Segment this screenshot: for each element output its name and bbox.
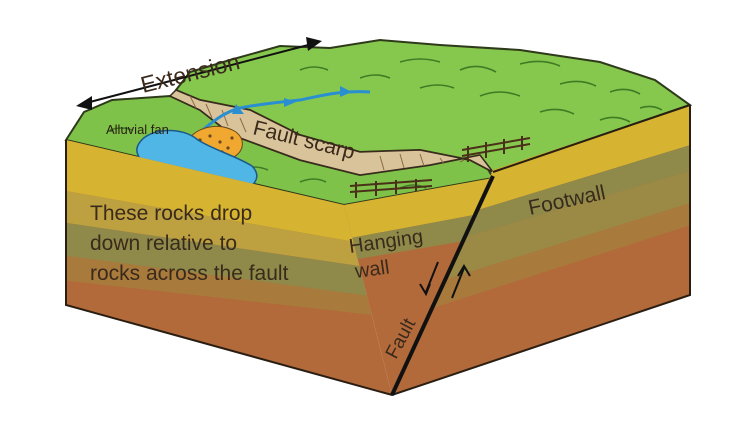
drop-text-line3: rocks across the fault <box>90 262 289 285</box>
drop-text-line1: These rocks drop <box>90 202 252 225</box>
scarp-hatching <box>189 95 465 171</box>
fault-line <box>390 175 495 396</box>
fence-hanging-wall <box>349 179 433 198</box>
extension-arrow <box>76 37 322 110</box>
hanging-wall-label-line2: wall <box>353 256 391 283</box>
river-arrow-2 <box>284 98 296 107</box>
fault-motion-arrows <box>419 261 471 299</box>
drop-text-line2: down relative to <box>90 232 237 255</box>
alluvial-fan-label: Alluvial fan <box>106 122 169 137</box>
river-arrow-3 <box>232 104 244 114</box>
river-arrow-1 <box>340 86 352 97</box>
fence-footwall <box>461 136 531 162</box>
fault-scarp <box>168 89 494 176</box>
terrain-hatching <box>109 58 663 189</box>
